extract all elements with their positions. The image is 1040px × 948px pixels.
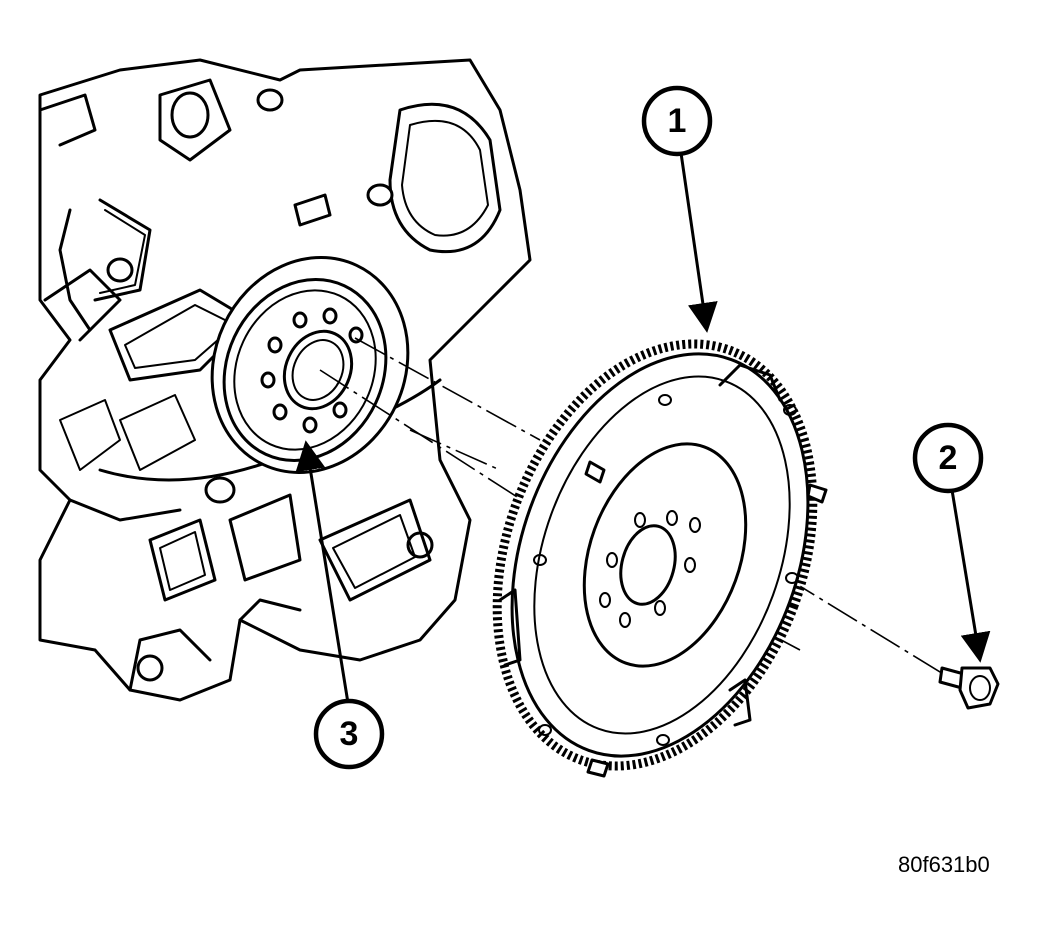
flywheel-dowels: [533, 394, 828, 778]
crankshaft-seal-assembly: [210, 256, 410, 474]
leader-lines: [295, 151, 991, 705]
callout-3-label: 3: [340, 715, 359, 753]
callout-2-label: 2: [939, 439, 958, 477]
crank-bolt-holes: [260, 307, 364, 434]
callout-1: 1: [641, 85, 713, 157]
callout-2: 2: [912, 422, 984, 494]
flywheel: [492, 339, 828, 778]
flywheel-bolt-holes: [599, 510, 701, 628]
flywheel-bolt: [938, 666, 1000, 710]
figure-id: 80f631b0: [898, 852, 990, 877]
callout-1-label: 1: [668, 102, 687, 140]
callout-3: 3: [313, 698, 385, 770]
